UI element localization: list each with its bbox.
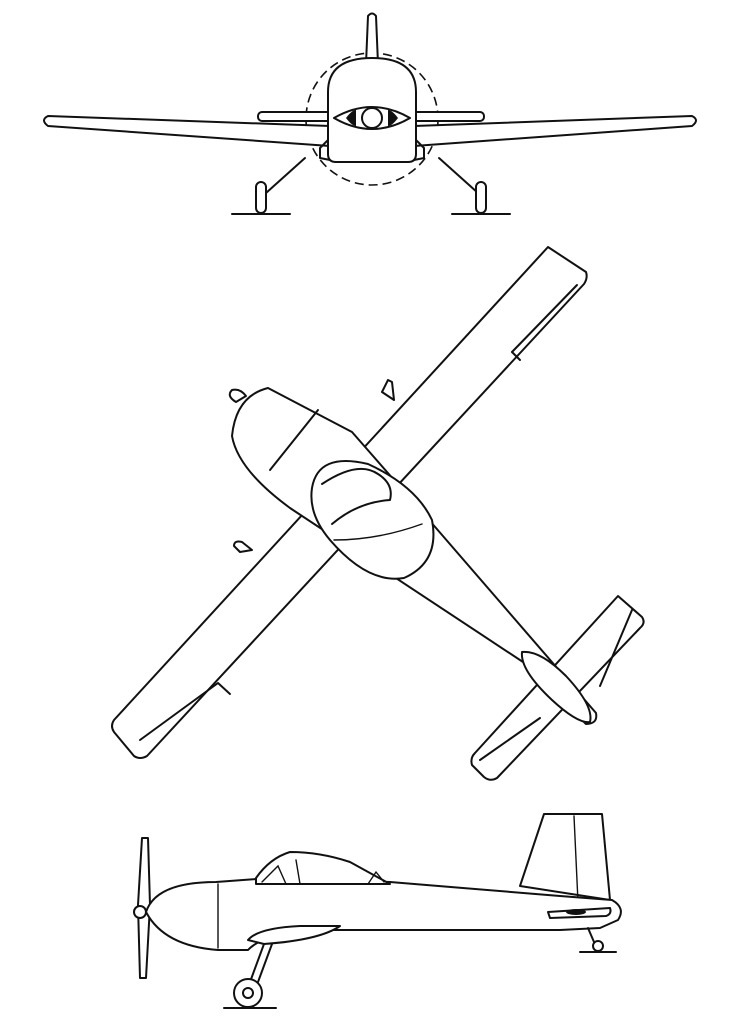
top-canopy: [310, 460, 435, 580]
side-rudder-line: [573, 815, 579, 903]
side-tail-mark: [566, 909, 586, 915]
side-view: [133, 813, 622, 1009]
front-left-gear-leg: [265, 157, 306, 194]
front-right-fairing: [413, 139, 425, 161]
front-left-wheel: [255, 181, 267, 214]
side-spinner: [133, 905, 147, 919]
front-right-gear-leg: [438, 157, 479, 194]
front-left-wing: [43, 115, 331, 147]
side-tail-gear-leg: [587, 927, 595, 943]
front-intake-left: [346, 110, 356, 126]
side-windscreen-frame: [261, 864, 287, 885]
top-elevator-left: [479, 717, 541, 761]
front-right-wheel: [475, 181, 487, 214]
front-left-fairing: [319, 139, 331, 161]
front-fin: [365, 12, 379, 65]
top-canopy-frame: [321, 467, 392, 525]
front-view: [43, 12, 697, 215]
front-spinner: [361, 107, 383, 129]
top-left-aileron: [139, 682, 231, 741]
top-fin: [520, 650, 592, 724]
top-elevator-right: [599, 609, 633, 687]
side-canopy: [255, 851, 391, 885]
top-view: [111, 246, 645, 781]
side-main-hub: [242, 987, 254, 999]
side-main-gear-leg-rear: [257, 943, 273, 983]
front-right-wing: [413, 115, 697, 147]
front-intake-right: [388, 110, 398, 126]
top-right-aileron-line: [511, 284, 578, 353]
side-main-gear-leg: [249, 943, 265, 983]
top-right-aileron-end: [511, 351, 521, 361]
top-canopy-rail: [333, 523, 423, 541]
top-exhaust-right: [381, 379, 395, 401]
side-wing-root: [247, 925, 341, 945]
top-exhaust-front: [228, 388, 247, 403]
side-canopy-frame: [295, 859, 301, 885]
side-canopy-aft-frame: [367, 870, 385, 885]
side-fin: [519, 813, 611, 901]
top-exhaust-left: [233, 540, 253, 553]
top-cowl-line: [269, 409, 319, 471]
side-tail-wheel: [592, 940, 604, 952]
